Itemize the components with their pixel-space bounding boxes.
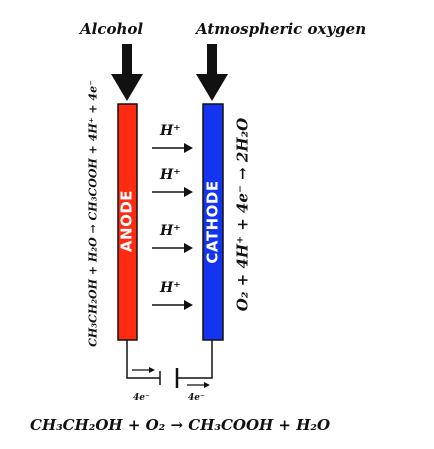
cathode-label: CATHODE	[203, 180, 222, 264]
overall-reaction-equation: CH₃CH₂OH + O₂ → CH₃COOH + H₂O	[30, 416, 331, 434]
external-circuit	[126, 340, 213, 388]
electrons-left-label: 4e⁻	[133, 393, 150, 403]
proton-label: H⁺	[160, 123, 181, 139]
proton-arrow	[152, 243, 193, 253]
alcohol-label: Alcohol	[80, 20, 144, 38]
proton-arrow	[152, 187, 193, 197]
proton-arrow	[152, 143, 193, 153]
alcohol-input-arrow	[111, 44, 143, 101]
anode-reaction-equation: CH₃CH₂OH + H₂O → CH₃COOH + 4H⁺ + 4e⁻	[86, 80, 100, 347]
oxygen-input-arrow	[196, 44, 228, 101]
cathode-reaction-equation: O₂ + 4H⁺ + 4e⁻ → 2H₂O	[233, 117, 252, 312]
proton-arrow	[152, 300, 193, 310]
electron-flow-arrow-left	[132, 367, 155, 373]
proton-label: H⁺	[160, 167, 181, 183]
proton-label: H⁺	[160, 280, 181, 296]
cathode-electrode	[202, 103, 224, 341]
anode-label: ANODE	[117, 189, 136, 253]
electrons-right-label: 4e⁻	[188, 393, 205, 403]
electron-flow-arrow-right	[187, 382, 210, 388]
proton-label: H⁺	[160, 223, 181, 239]
atmospheric-oxygen-label: Atmospheric oxygen	[196, 20, 367, 38]
